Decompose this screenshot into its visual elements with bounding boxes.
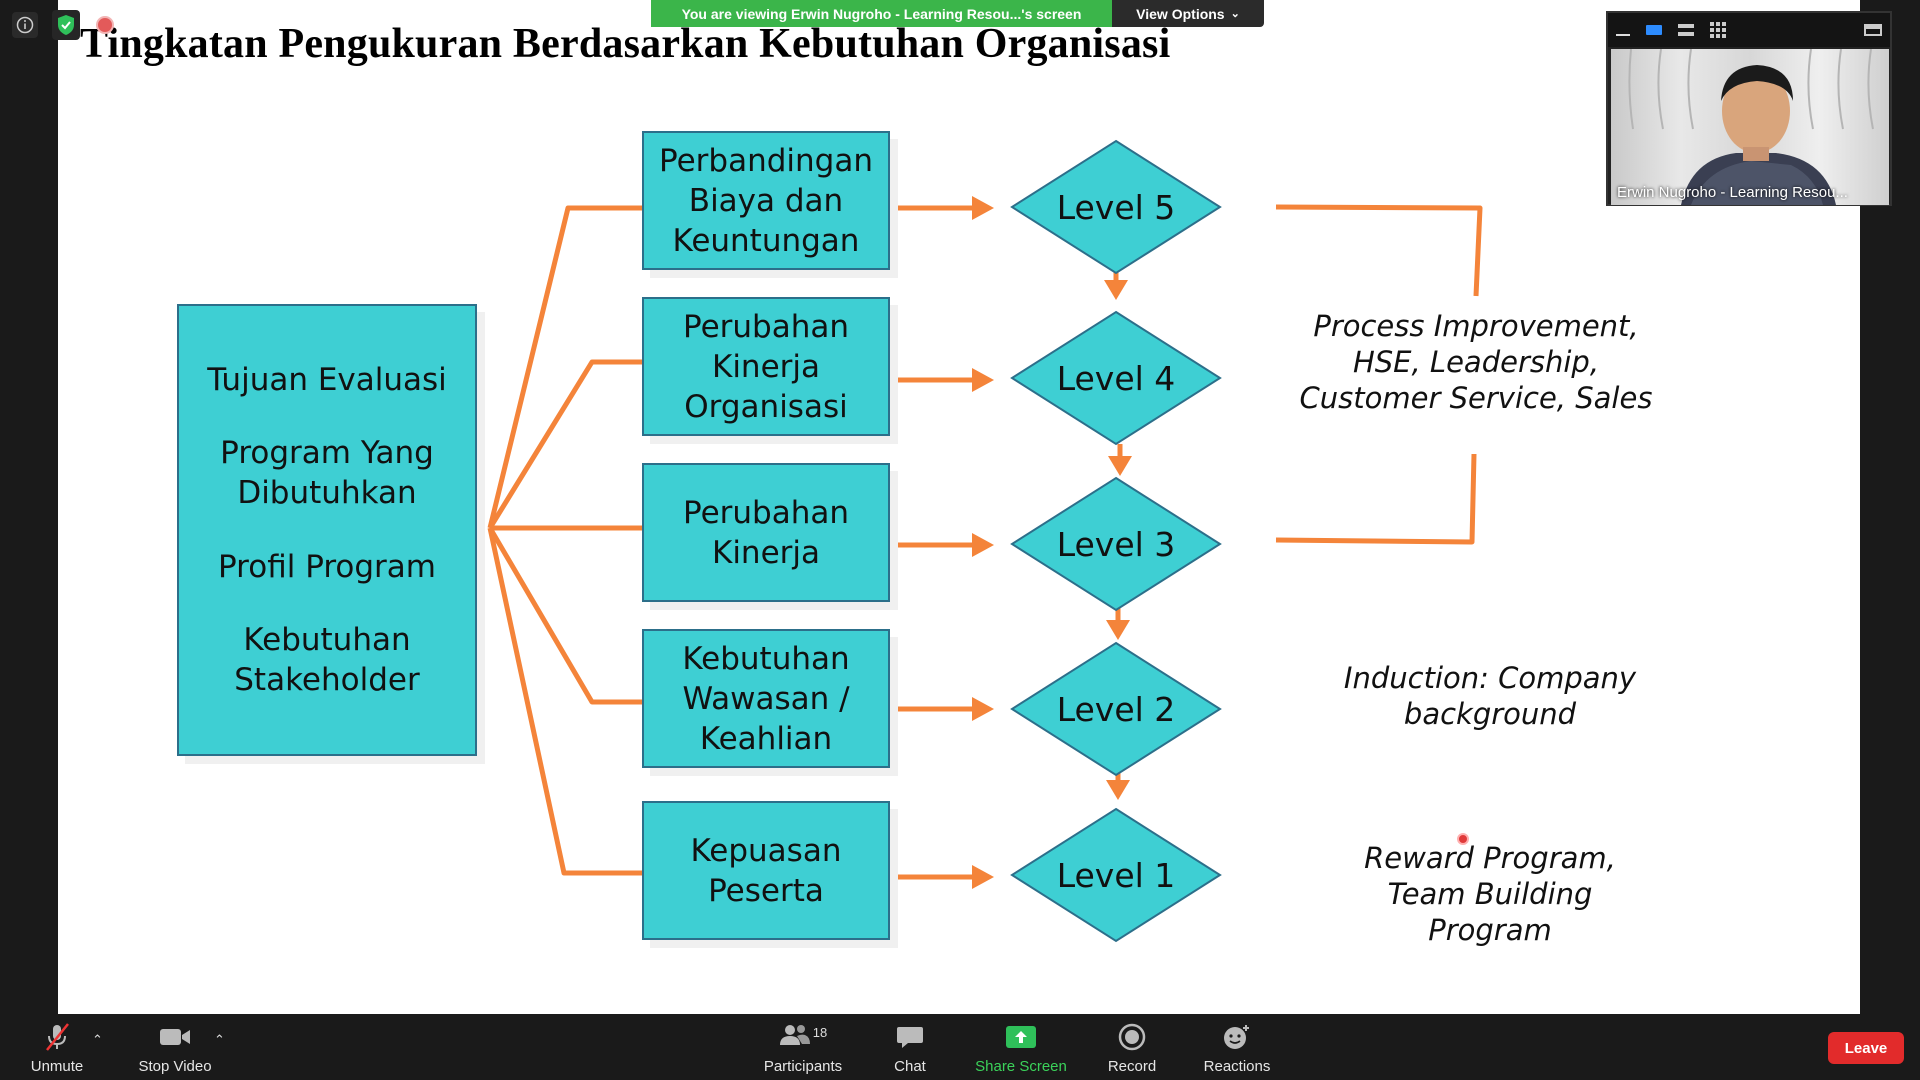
arrowhead-3 xyxy=(972,533,994,557)
measure-box-level-5: Perbandingan Biaya dan Keuntungan xyxy=(642,131,890,270)
leave-meeting-button[interactable]: Leave xyxy=(1828,1032,1904,1064)
laser-pointer xyxy=(1457,833,1469,845)
arrowhead-4-3 xyxy=(1108,456,1132,476)
evaluation-goals-box: Tujuan Evaluasi Program Yang Dibutuhkan … xyxy=(177,304,477,756)
branch-line-2 xyxy=(487,359,642,530)
view-options-button[interactable]: View Options ⌄ xyxy=(1112,0,1264,27)
note-process-improvement: Process Improvement, HSE, Leadership, Cu… xyxy=(1299,309,1653,415)
video-camera-icon xyxy=(159,1020,191,1054)
level-2-diamond: Level 2 xyxy=(1010,641,1222,777)
branch-line-1 xyxy=(487,205,642,529)
main-item-2: Program Yang Dibutuhkan xyxy=(220,435,434,512)
meeting-toolbar: Unmute ⌃ Stop Video ⌃ 18 Participants Ch… xyxy=(0,1014,1920,1080)
meeting-info-icon[interactable] xyxy=(12,12,38,38)
record-label: Record xyxy=(1107,1058,1157,1075)
arrowhead-3-2 xyxy=(1106,620,1130,640)
muted-microphone-icon xyxy=(42,1020,72,1054)
chevron-down-icon: ⌄ xyxy=(1230,8,1240,20)
measure-box-label: Perubahan Kinerja xyxy=(682,494,850,571)
bracket-bottom xyxy=(1275,453,1477,545)
share-screen-label: Share Screen xyxy=(975,1058,1067,1075)
arrowhead-5 xyxy=(972,196,994,220)
screen-share-banner: You are viewing Erwin Nugroho - Learning… xyxy=(651,0,1112,27)
note-reward-program: Reward Program, Team Building Program xyxy=(1364,841,1616,947)
level-label: Level 2 xyxy=(1056,689,1176,729)
arrowhead-2 xyxy=(972,697,994,721)
participants-button[interactable]: 18 Participants xyxy=(758,1014,848,1080)
note-induction: Induction: Company background xyxy=(1343,661,1637,731)
shared-screen: Tingkatan Pengukuran Berdasarkan Kebutuh… xyxy=(58,0,1860,1014)
level-4-diamond: Level 4 xyxy=(1010,310,1222,446)
encryption-shield-icon[interactable] xyxy=(52,10,80,40)
participant-name-label: Erwin Nugroho - Learning Resou... xyxy=(1617,184,1848,201)
record-icon xyxy=(1118,1020,1146,1054)
chat-bubble-icon xyxy=(896,1020,924,1054)
share-screen-button[interactable]: Share Screen xyxy=(966,1014,1076,1080)
level-1-diamond: Level 1 xyxy=(1010,807,1222,943)
arrowhead-5-4 xyxy=(1104,280,1128,300)
measure-box-label: Perubahan Kinerja Organisasi xyxy=(682,308,850,425)
level-label: Level 4 xyxy=(1056,358,1176,398)
main-item-1: Tujuan Evaluasi xyxy=(207,361,447,398)
stop-video-button[interactable]: Stop Video xyxy=(130,1014,220,1080)
share-screen-icon xyxy=(1006,1020,1036,1054)
minimize-icon[interactable] xyxy=(1616,34,1630,36)
measure-box-label: Kepuasan Peserta xyxy=(690,832,842,909)
main-item-4: Kebutuhan Stakeholder xyxy=(234,622,420,699)
unmute-button[interactable]: Unmute xyxy=(22,1014,92,1080)
participants-icon xyxy=(779,1023,811,1051)
view-options-label: View Options xyxy=(1136,5,1225,22)
level-5-diamond: Level 5 xyxy=(1010,139,1222,275)
diagram-connectors xyxy=(487,196,1483,889)
participants-count: 18 xyxy=(812,1024,828,1040)
video-panel-controls xyxy=(1608,13,1890,47)
branch-line-5 xyxy=(487,527,642,876)
chat-button[interactable]: Chat xyxy=(870,1014,950,1080)
participant-video-feed: Erwin Nugroho - Learning Resou... xyxy=(1611,49,1889,205)
measure-box-level-2: Kebutuhan Wawasan / Keahlian xyxy=(642,629,890,768)
reactions-button[interactable]: Reactions xyxy=(1192,1014,1282,1080)
unmute-label: Unmute xyxy=(30,1058,84,1075)
level-label: Level 1 xyxy=(1056,855,1176,895)
level-label: Level 5 xyxy=(1056,187,1176,227)
smiley-reaction-icon xyxy=(1222,1020,1252,1054)
grid-view-icon[interactable] xyxy=(1710,22,1726,38)
measure-box-level-4: Perubahan Kinerja Organisasi xyxy=(642,297,890,436)
measure-box-label: Kebutuhan Wawasan / Keahlian xyxy=(682,640,850,757)
participants-label: Participants xyxy=(763,1058,843,1075)
branch-line-4 xyxy=(487,526,642,705)
arrowhead-1 xyxy=(972,865,994,889)
stop-video-label: Stop Video xyxy=(138,1058,212,1075)
measure-box-label: Perbandingan Biaya dan Keuntungan xyxy=(659,142,873,259)
level-label: Level 3 xyxy=(1056,524,1176,564)
arrowhead-2-1 xyxy=(1106,780,1130,800)
measure-box-level-1: Kepuasan Peserta xyxy=(642,801,890,940)
reactions-label: Reactions xyxy=(1203,1058,1271,1075)
audio-options-chevron-icon[interactable]: ⌃ xyxy=(92,1032,103,1047)
chat-label: Chat xyxy=(894,1058,926,1075)
participant-video-panel[interactable]: Erwin Nugroho - Learning Resou... xyxy=(1606,11,1892,206)
record-button[interactable]: Record xyxy=(1092,1014,1172,1080)
strip-view-icon[interactable] xyxy=(1678,24,1694,36)
recording-indicator-icon xyxy=(96,16,114,34)
measure-box-level-3: Perubahan Kinerja xyxy=(642,463,890,602)
arrowhead-4 xyxy=(972,368,994,392)
video-options-chevron-icon[interactable]: ⌃ xyxy=(214,1032,225,1047)
slide-title: Tingkatan Pengukuran Berdasarkan Kebutuh… xyxy=(80,21,1171,67)
speaker-view-icon[interactable] xyxy=(1646,25,1662,35)
level-3-diamond: Level 3 xyxy=(1010,476,1222,612)
participant-avatar-image xyxy=(1628,49,1874,205)
bracket-top xyxy=(1275,204,1483,297)
pop-out-icon[interactable] xyxy=(1864,24,1882,36)
main-item-3: Profil Program xyxy=(218,548,436,585)
